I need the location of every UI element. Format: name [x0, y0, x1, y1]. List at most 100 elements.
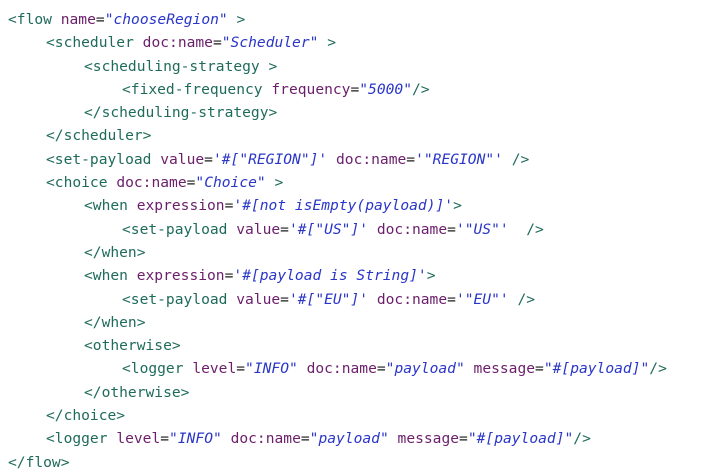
whitespace [298, 360, 307, 377]
xml-tag: <logger [46, 430, 108, 448]
xml-tag: </scheduling-strategy> [84, 104, 278, 122]
xml-attribute-value: '"US"' [455, 220, 509, 238]
code-line: <flow name="chooseRegion" > [8, 8, 722, 31]
code-line: </scheduling-strategy> [8, 101, 722, 124]
xml-attribute-name: doc:name [142, 34, 213, 52]
xml-equals: = [447, 220, 456, 238]
xml-punctuation: /> [649, 360, 667, 378]
xml-equals: = [204, 150, 213, 168]
whitespace [128, 267, 137, 284]
xml-equals: = [236, 360, 246, 378]
xml-attribute-value: "Scheduler" [221, 34, 319, 52]
xml-tag: <flow [8, 11, 52, 28]
xml-tag: <choice [46, 174, 108, 192]
code-line: <scheduling-strategy > [8, 55, 722, 78]
code-line: </scheduler> [8, 124, 722, 147]
xml-equals: = [280, 220, 289, 238]
xml-equals: = [459, 430, 468, 448]
xml-tag: </choice> [46, 407, 126, 425]
xml-equals: = [224, 267, 234, 285]
xml-equals: = [212, 34, 222, 52]
code-line: <choice doc:name="Choice" > [8, 171, 722, 194]
xml-tag: </flow> [8, 453, 70, 471]
xml-attribute-value: "INFO" [245, 360, 298, 378]
whitespace [227, 221, 236, 238]
xml-tag: <scheduler [46, 34, 134, 52]
code-line: <scheduler doc:name="Scheduler" > [8, 31, 722, 54]
whitespace [465, 360, 474, 377]
xml-attribute-value: "payload" [385, 360, 465, 378]
whitespace [151, 151, 160, 168]
xml-punctuation: /> [517, 290, 536, 308]
whitespace [228, 11, 237, 28]
xml-tag: </when> [84, 243, 146, 261]
code-line: </otherwise> [8, 381, 722, 404]
xml-equals: = [186, 174, 196, 192]
xml-equals: = [350, 80, 360, 98]
xml-attribute-name: value [236, 220, 281, 238]
xml-attribute-name: expression [136, 197, 225, 215]
xml-code-view: <flow name="chooseRegion" ><scheduler do… [8, 8, 722, 474]
xml-tag: </when> [84, 313, 146, 331]
xml-attribute-name: expression [136, 267, 225, 285]
xml-attribute-value: "chooseRegion" [104, 11, 228, 28]
xml-equals: = [447, 290, 456, 308]
whitespace [389, 430, 398, 447]
whitespace [266, 174, 275, 191]
xml-attribute-name: value [160, 150, 205, 168]
xml-equals: = [300, 430, 310, 448]
xml-tag: <fixed-frequency [122, 80, 263, 98]
whitespace [368, 291, 377, 308]
whitespace [52, 11, 61, 28]
xml-attribute-name: value [236, 290, 281, 308]
xml-tag: <when [84, 267, 128, 285]
xml-attribute-value: "#[payload]" [467, 430, 574, 448]
xml-tag: <otherwise> [84, 337, 181, 355]
xml-punctuation: > [426, 267, 436, 285]
xml-equals: = [406, 150, 416, 168]
xml-attribute-name: level [192, 360, 237, 378]
code-line: <set-payload value='#["US"]' doc:name='"… [8, 218, 722, 241]
xml-punctuation: /> [526, 220, 544, 238]
whitespace [222, 430, 231, 447]
xml-tag: <scheduling-strategy [84, 57, 260, 75]
xml-punctuation: /> [411, 80, 430, 98]
xml-punctuation: > [236, 11, 246, 28]
code-line: <set-payload value='#["REGION"]' doc:nam… [8, 148, 722, 171]
code-line: <set-payload value='#["EU"]' doc:name='"… [8, 288, 722, 311]
whitespace [108, 430, 117, 447]
xml-punctuation: > [268, 57, 278, 75]
xml-punctuation: > [327, 34, 337, 52]
xml-equals: = [224, 197, 234, 215]
xml-attribute-value: '#["REGION"]' [212, 150, 328, 168]
xml-tag: </scheduler> [46, 127, 152, 145]
xml-attribute-name: doc:name [336, 150, 407, 168]
xml-attribute-name: name [60, 11, 96, 28]
xml-attribute-value: "5000" [359, 80, 412, 98]
code-line: </choice> [8, 404, 722, 427]
whitespace [327, 151, 336, 168]
code-line: <when expression='#[payload is String]'> [8, 264, 722, 287]
xml-attribute-value: '"REGION"' [415, 150, 503, 168]
xml-attribute-value: '#[payload is String]' [233, 267, 427, 285]
code-line: <fixed-frequency frequency="5000"/> [8, 78, 722, 101]
whitespace [503, 151, 512, 168]
code-line: </when> [8, 311, 722, 334]
xml-equals: = [535, 360, 544, 378]
xml-attribute-name: doc:name [376, 220, 448, 238]
xml-punctuation: > [453, 197, 462, 215]
xml-attribute-name: doc:name [376, 290, 448, 308]
code-line: </flow> [8, 451, 722, 474]
xml-punctuation: /> [573, 430, 591, 448]
code-line: <otherwise> [8, 334, 722, 357]
code-line: <logger level="INFO" doc:name="payload" … [8, 357, 722, 380]
xml-attribute-name: doc:name [306, 360, 377, 378]
xml-attribute-name: message [473, 360, 536, 378]
xml-attribute-value: '"EU"' [455, 290, 509, 308]
xml-attribute-name: frequency [271, 80, 351, 98]
xml-equals: = [376, 360, 386, 378]
xml-attribute-value: "Choice" [195, 174, 266, 192]
whitespace [108, 174, 117, 191]
xml-attribute-value: "#[payload]" [543, 360, 650, 378]
code-line: </when> [8, 241, 722, 264]
